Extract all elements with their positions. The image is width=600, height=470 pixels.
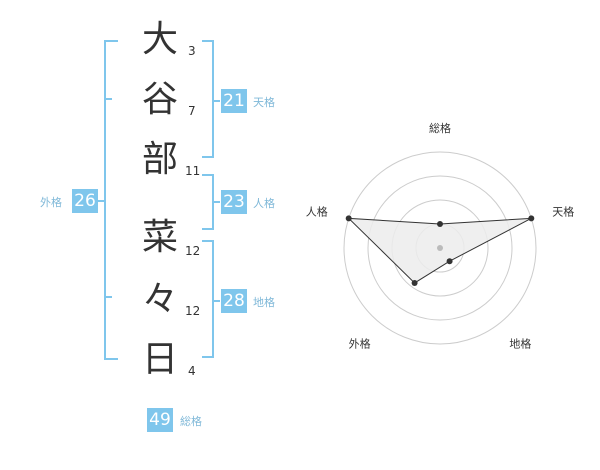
- radar-axis-label: 外格: [349, 336, 371, 350]
- chikaku-label: 地格: [253, 296, 275, 309]
- stroke-count-6: 4: [188, 364, 196, 378]
- radar-grid-ring: [343, 151, 537, 345]
- jinkaku-badge: 23: [221, 190, 247, 214]
- name-character-6: 日: [141, 339, 178, 380]
- radar-point: [345, 215, 352, 222]
- gaikaku-label: 外格: [40, 196, 62, 209]
- name-character-5: 々: [141, 279, 178, 320]
- radar-grid-ring: [367, 175, 513, 321]
- radar-point: [528, 215, 535, 222]
- radar-axis-label: 地格: [509, 336, 531, 350]
- soukaku-label: 総格: [180, 415, 202, 428]
- radar-axis-label: 総格: [429, 121, 451, 135]
- stroke-count-4: 12: [185, 244, 201, 258]
- tenkaku-badge: 21: [221, 89, 247, 113]
- name-character-1: 大: [141, 19, 178, 60]
- name-character-3: 部: [141, 139, 178, 180]
- radar-point: [411, 279, 418, 286]
- stroke-count-1: 3: [188, 44, 196, 58]
- radar-axis-label: 天格: [552, 205, 574, 219]
- radar-point: [437, 221, 443, 227]
- tenkaku-label: 天格: [253, 96, 275, 109]
- soukaku-badge: 49: [147, 408, 173, 432]
- chikaku-badge: 28: [221, 289, 247, 313]
- gaikaku-badge: 26: [72, 189, 98, 213]
- radar-center-dot: [437, 245, 443, 251]
- radar-points: [345, 215, 535, 286]
- radar-axis-label: 人格: [306, 205, 328, 219]
- name-character-4: 菜: [141, 217, 178, 258]
- jinkaku-label: 人格: [253, 197, 275, 210]
- name-character-2: 谷: [141, 79, 178, 120]
- stroke-count-3: 11: [185, 164, 201, 178]
- stroke-count-5: 12: [185, 304, 201, 318]
- radar-point: [446, 258, 453, 265]
- stroke-count-2: 7: [188, 104, 196, 118]
